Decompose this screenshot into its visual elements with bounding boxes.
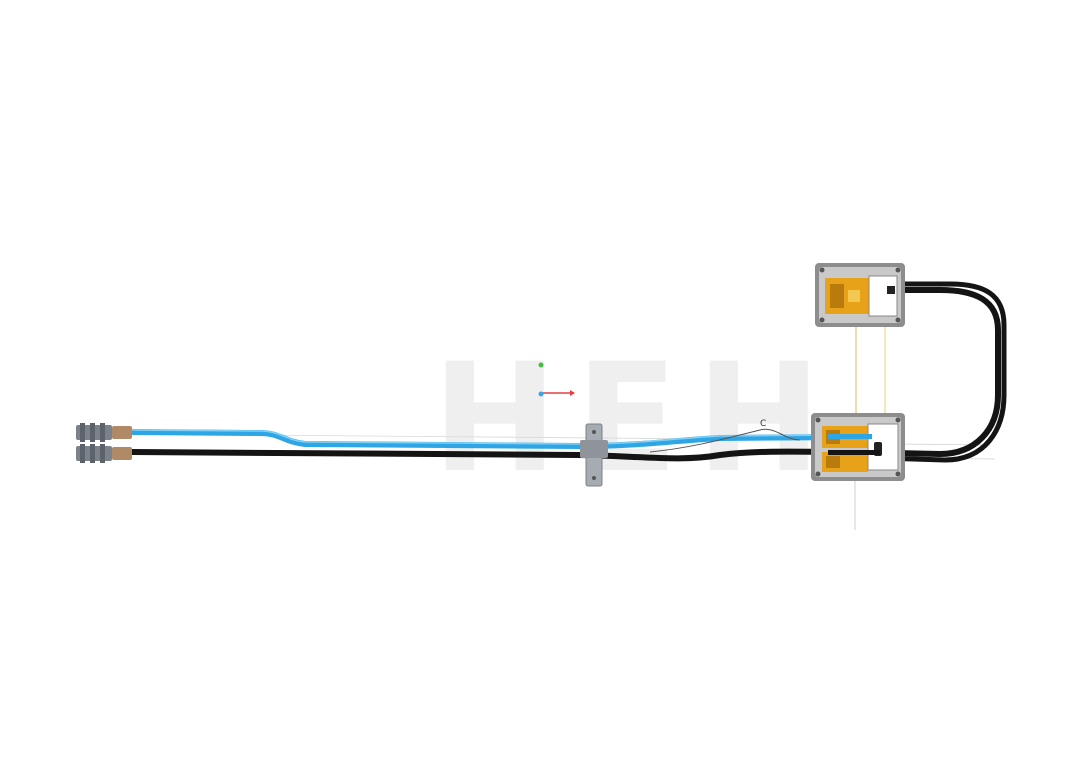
connector-bottom (76, 444, 132, 463)
black-cable-entry (828, 450, 880, 455)
marker-label: C (760, 419, 766, 429)
connector-top (76, 423, 132, 442)
cable-clamp (580, 423, 608, 487)
axis-origin (538, 391, 544, 397)
axis-x-arrowhead (570, 390, 575, 396)
junction-box-top (815, 263, 905, 327)
sensor-wire (649, 428, 801, 453)
blue-cable-entry (828, 434, 872, 439)
axis-triad (538, 362, 575, 397)
watermark-logo: HEH (432, 332, 840, 506)
axis-y-point (538, 362, 544, 368)
junction-box-bottom (811, 413, 905, 481)
black-return-cable (877, 281, 1007, 463)
